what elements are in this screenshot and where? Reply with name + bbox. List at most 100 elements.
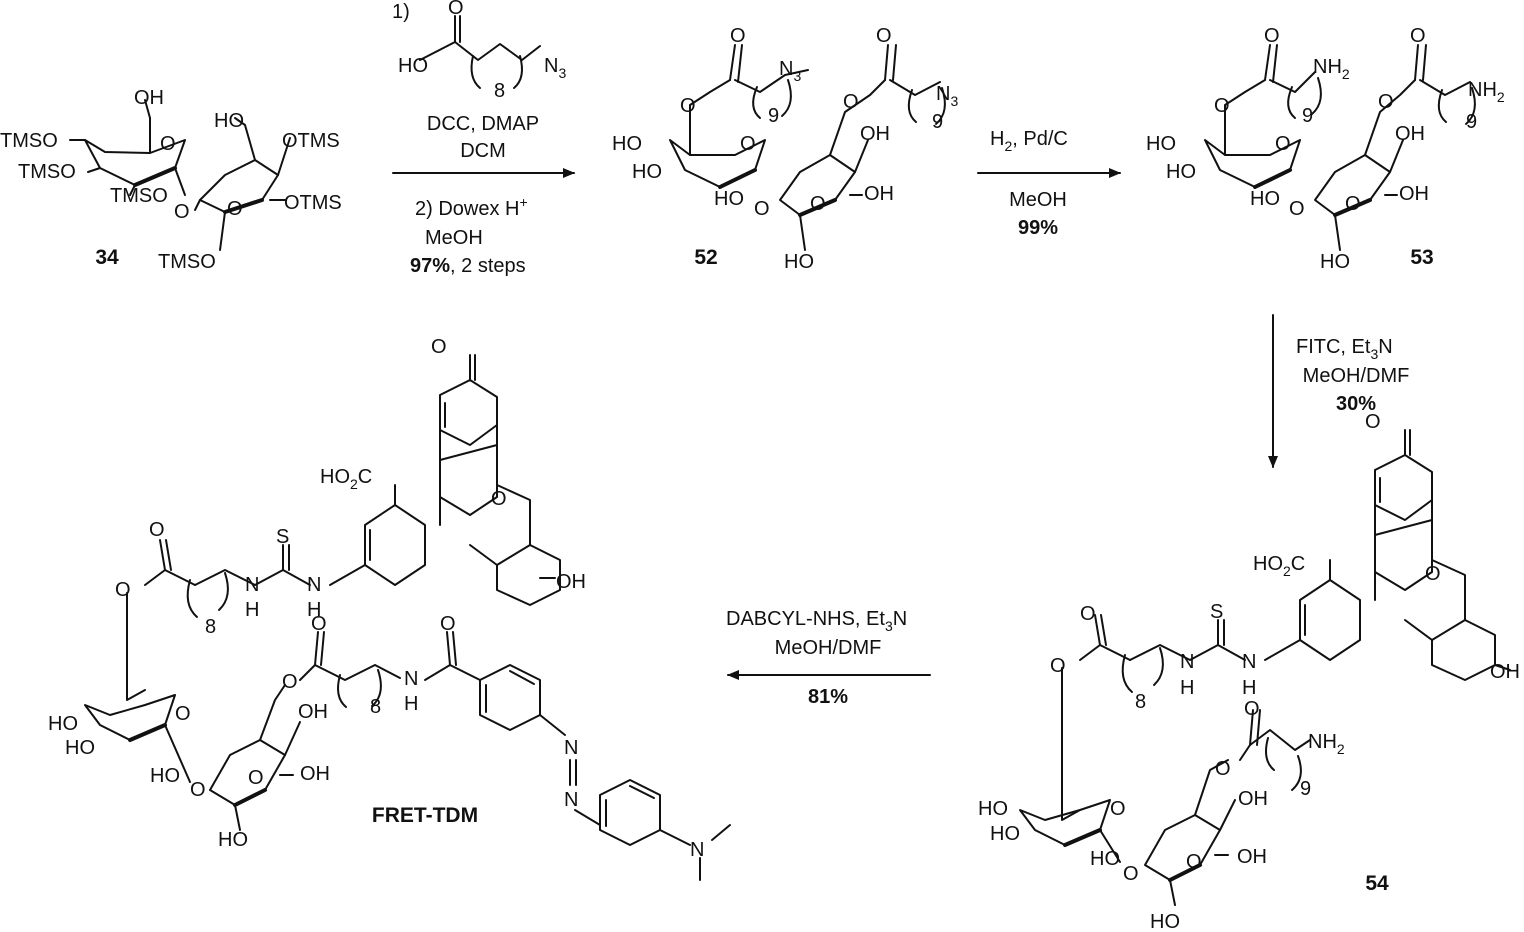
c53-repeat1: 9: [1302, 105, 1313, 127]
step1-number: 1): [392, 1, 410, 23]
fret-label: FRET-TDM: [372, 804, 478, 827]
c54-ester-o2: O: [1215, 758, 1231, 780]
c34-ho: HO: [214, 110, 244, 132]
fret-nh3-n: N: [404, 668, 418, 690]
c53-amine1: NH2: [1313, 56, 1350, 82]
c54-repeat1: 8: [1135, 691, 1146, 713]
c54-nh2-h: H: [1242, 677, 1256, 699]
c53-carbonyl1: O: [1264, 25, 1280, 47]
step1-conditions: 1) O HO 8 N3 DCC, DMAP DCM 2) Dowex H+ M…: [392, 0, 566, 277]
fret-quinone-o: O: [431, 336, 447, 358]
c52-label: 52: [694, 246, 717, 269]
acid-azide: N3: [544, 55, 566, 81]
fret-s: S: [276, 526, 289, 548]
c52-link-o: O: [754, 198, 770, 220]
step2-reagent: H2, Pd/C: [990, 128, 1068, 154]
compound-53: O O 9 NH2 O O 9 NH2 HO HO O HO O OH OH O…: [1146, 25, 1505, 273]
c53-ester-o1: O: [1214, 95, 1230, 117]
c54-carbonyl2: O: [1244, 698, 1260, 720]
c34-label: 34: [95, 246, 119, 269]
step1-line-dcm: DCM: [460, 140, 506, 162]
fret-oh2: OH: [300, 763, 330, 785]
c54-ester-o1: O: [1050, 655, 1066, 677]
c54-ring-o2: O: [1186, 851, 1202, 873]
fret-ho1: HO: [48, 713, 78, 735]
c53-ho1: HO: [1146, 133, 1176, 155]
fret-xanthene-o: O: [491, 488, 507, 510]
step4-reagent: DABCYL-NHS, Et3N: [726, 608, 907, 634]
fret-nh3-h: H: [404, 693, 418, 715]
c34-tmso2: TMSO: [18, 161, 76, 183]
c54-oh-phenol: OH: [1490, 661, 1520, 683]
fret-oh-phenol: OH: [556, 571, 586, 593]
acid-carbonyl-o: O: [448, 0, 464, 19]
c52-ester-o1: O: [680, 95, 696, 117]
c53-ester-o2: O: [1378, 91, 1394, 113]
c54-label: 54: [1365, 872, 1389, 895]
c34-otms2: OTMS: [284, 192, 342, 214]
fret-ho4: HO: [218, 829, 248, 851]
step1-line-dcc: DCC, DMAP: [427, 113, 539, 135]
step1-line-dowex: 2) Dowex H+: [415, 194, 528, 220]
fret-link-o: O: [190, 779, 206, 801]
step3-solvent: MeOH/DMF: [1303, 365, 1410, 387]
c54-carbonyl1: O: [1080, 603, 1096, 625]
c52-carbonyl2: O: [876, 25, 892, 47]
c52-ester-o2: O: [843, 91, 859, 113]
c34-tmso3: TMSO: [110, 185, 168, 207]
step4-conditions: DABCYL-NHS, Et3N MeOH/DMF 81%: [726, 608, 907, 708]
fret-ester-o1: O: [115, 579, 131, 601]
c34-oh: OH: [134, 87, 164, 109]
step3-conditions: FITC, Et3N MeOH/DMF 30%: [1296, 336, 1409, 415]
c54-s: S: [1210, 601, 1223, 623]
c52-ho2: HO: [632, 161, 662, 183]
c54-oh2: OH: [1237, 846, 1267, 868]
c53-ho2: HO: [1166, 161, 1196, 183]
c52-azide: N3: [779, 58, 801, 84]
c53-label: 53: [1410, 246, 1433, 269]
c52-ho4: HO: [784, 251, 814, 273]
c53-oh1: OH: [1395, 123, 1425, 145]
c34-ring-o1: O: [160, 133, 176, 155]
c52-repeat2: 9: [932, 111, 943, 133]
fret-repeat2: 8: [370, 696, 381, 718]
fret-co2h: HO2C: [320, 466, 372, 492]
fret-nme2: N: [690, 839, 704, 861]
c54-nh1-n: N: [1180, 651, 1194, 673]
c54-ring-o1: O: [1110, 798, 1126, 820]
c54-co2h: HO2C: [1253, 553, 1305, 579]
c52-carbonyl1: O: [730, 25, 746, 47]
c54-repeat2: 9: [1300, 778, 1311, 800]
step4-yield: 81%: [808, 686, 848, 708]
c53-ring-o2: O: [1345, 193, 1361, 215]
c54-ho3: HO: [1090, 848, 1120, 870]
c53-link-o: O: [1289, 198, 1305, 220]
c34-otms1: OTMS: [282, 130, 340, 152]
c34-link-o: O: [174, 201, 190, 223]
fret-nh2-n: N: [307, 574, 321, 596]
c54-amine: NH2: [1308, 731, 1345, 757]
step4-solvent: MeOH/DMF: [775, 637, 882, 659]
step2-conditions: H2, Pd/C MeOH 99%: [990, 128, 1068, 239]
step3-yield: 30%: [1336, 393, 1376, 415]
fret-oh1: OH: [298, 701, 328, 723]
fret-ring-o2: O: [248, 767, 264, 789]
fret-azo1: N: [564, 737, 578, 759]
c54-nh1-h: H: [1180, 677, 1194, 699]
c53-repeat2: 9: [1466, 111, 1477, 133]
compound-52: O O 9 N3 O O 9 N3 HO HO O HO O OH OH O H…: [612, 25, 958, 273]
c52-ring-o1: O: [740, 133, 756, 155]
c53-ring-o1: O: [1275, 133, 1291, 155]
fret-ring-o1: O: [175, 703, 191, 725]
fret-nh1-n: N: [245, 574, 259, 596]
c54-nh2-n: N: [1242, 651, 1256, 673]
c54-ho4: HO: [1150, 911, 1180, 932]
c34-ring-o2: O: [227, 198, 243, 220]
acid-repeat: 8: [494, 80, 505, 102]
fret-amide-o: O: [440, 613, 456, 635]
compound-54: O O OH HO2C S N H N H 8 O O O O 9 NH2 HO…: [978, 411, 1520, 932]
step1-line-meoh: MeOH: [425, 227, 483, 249]
c54-oh1: OH: [1238, 788, 1268, 810]
azido-acid-structure: [419, 15, 541, 89]
